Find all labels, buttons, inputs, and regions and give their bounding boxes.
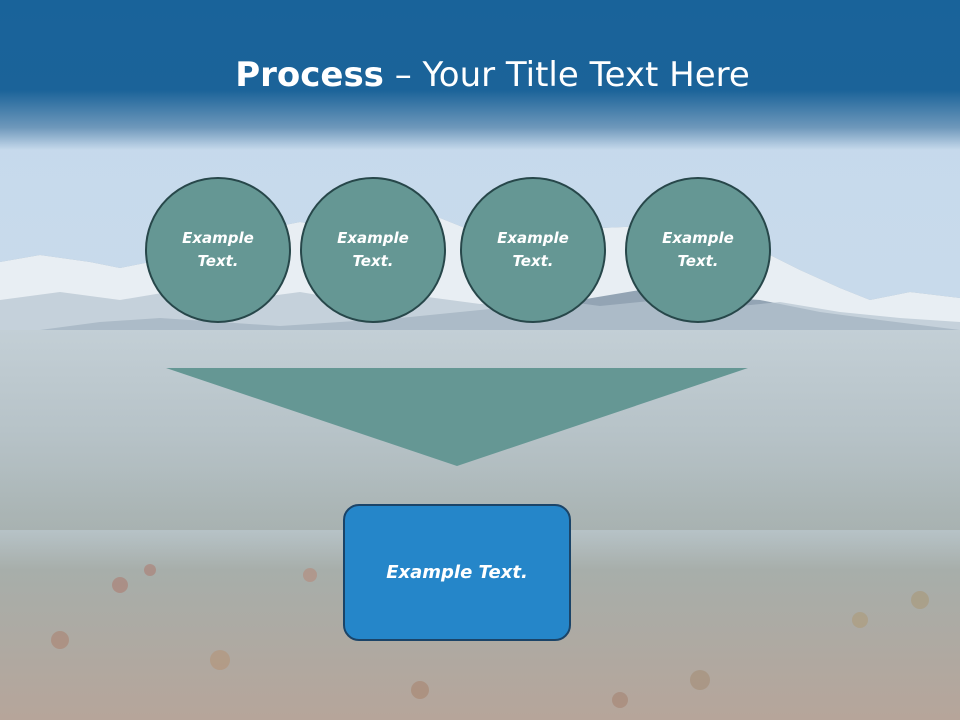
process-step-4: Example Text. xyxy=(625,177,771,323)
funnel-arrow xyxy=(166,368,748,466)
process-step-label: Example Text. xyxy=(662,229,734,270)
process-step-3: Example Text. xyxy=(460,177,606,323)
title-bold-part: Process xyxy=(235,55,384,95)
process-step-label: Example Text. xyxy=(182,229,254,270)
slide-title: Process – Your Title Text Here xyxy=(0,50,960,100)
process-step-1: Example Text. xyxy=(145,177,291,323)
title-bar xyxy=(0,0,960,150)
title-rest-part: – Your Title Text Here xyxy=(383,55,750,95)
process-step-label: Example Text. xyxy=(337,229,409,270)
result-box: Example Text. xyxy=(343,504,571,641)
process-step-2: Example Text. xyxy=(300,177,446,323)
result-label: Example Text. xyxy=(386,562,528,583)
process-step-label: Example Text. xyxy=(497,229,569,270)
